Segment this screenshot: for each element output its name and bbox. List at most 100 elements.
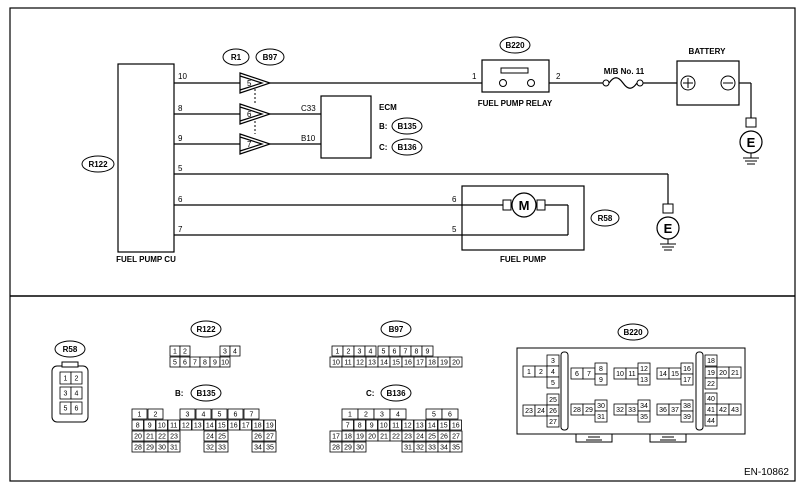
ground-label-1: E — [747, 135, 756, 150]
b136-pin-24-label: 24 — [416, 434, 424, 441]
b220-pin-31-label: 31 — [597, 414, 605, 421]
b135-pin-19-cell — [263, 419, 276, 431]
b135-pin-35-cell — [263, 441, 277, 453]
b220-pin-33-label: 33 — [628, 407, 636, 414]
b136-pin-13-cell — [413, 419, 426, 431]
b135-pin-31-label: 31 — [170, 445, 178, 452]
wires — [174, 82, 752, 236]
b136-pin-9-cell — [365, 419, 378, 431]
fuse-label: M/B No. 11 — [604, 67, 645, 76]
b220-pin-39-cell — [680, 410, 694, 423]
b135-pin-27-cell — [263, 430, 277, 442]
b220-pin-23-label: 23 — [525, 408, 533, 415]
b220-pin-16-label: 16 — [683, 366, 691, 373]
b220-pin-28-label: 28 — [573, 407, 581, 414]
b220-pin-35-cell — [637, 410, 651, 423]
b135-pin-11-cell — [167, 419, 180, 431]
b220-pin-1-label: 1 — [527, 369, 531, 376]
b220-pin-4-label: 4 — [551, 369, 555, 376]
b220-tag — [499, 36, 531, 54]
b135-pin-11-label: 11 — [170, 423, 177, 430]
b136-pin-20-label: 20 — [368, 434, 376, 441]
b136-pin-34-label: 34 — [440, 445, 448, 452]
b136-pin-27-label: 27 — [452, 434, 460, 441]
b135-pin-24-label: 24 — [206, 434, 214, 441]
b136-pin-14-label: 14 — [428, 423, 436, 430]
b135-pin-35-label: 35 — [266, 445, 274, 452]
b135-pin-6-cell — [227, 408, 244, 420]
b220-pin-36-label: 36 — [659, 407, 667, 414]
fuel-pump-label: FUEL PUMP — [500, 255, 547, 264]
b220-pin-13-cell — [637, 373, 651, 386]
b220-pin-5-cell — [546, 376, 560, 389]
b136-pin-10-cell — [377, 419, 390, 431]
b220-pin-34-label: 34 — [640, 403, 648, 410]
b220-pin-11-label: 11 — [628, 371, 635, 378]
b135-pin-8-label: 8 — [136, 423, 140, 430]
b220-pin-18-label: 18 — [707, 358, 715, 365]
b135-pin-2-label: 2 — [154, 412, 158, 419]
b136-pin-14-cell — [425, 419, 438, 431]
b97-pin-6-label: 6 — [393, 349, 397, 356]
ground-label-2: E — [664, 221, 673, 236]
b136-pin-6-cell — [441, 408, 459, 420]
b220-pin-17-cell — [680, 373, 694, 386]
b220-latch-right — [649, 433, 687, 443]
relay-contact-1 — [499, 79, 507, 87]
cu-pin-8: 8 — [178, 104, 183, 113]
fuel-pump-box — [461, 185, 585, 251]
b136-pin-9-label: 9 — [370, 423, 374, 430]
b97-pin-8-label: 8 — [415, 349, 419, 356]
b97-pin-17-label: 17 — [416, 360, 424, 367]
r58-pin-6-label: 6 — [75, 406, 79, 413]
b135-pin-25-label: 25 — [218, 434, 226, 441]
r122-pin-6-label: 6 — [183, 360, 187, 367]
pump-pin-5: 5 — [452, 225, 457, 234]
r122-pin-4-cell — [229, 345, 241, 357]
b136-pin-4-cell — [389, 408, 407, 420]
b220-view-tag-text: B220 — [623, 328, 643, 337]
b97-pin-20-cell — [449, 356, 463, 368]
b136-pin-21-label: 21 — [380, 434, 388, 441]
r122-pin-8-label: 8 — [203, 360, 207, 367]
b220-pin-9-cell — [594, 373, 608, 386]
b220-pin-9-label: 9 — [599, 377, 603, 384]
b220-pin-41-label: 41 — [707, 407, 715, 414]
fuel-pump-cu-box — [117, 63, 175, 253]
r58-pin-4-cell — [70, 386, 83, 400]
r122-pin-5-label: 5 — [173, 360, 177, 367]
b220-pin-10-label: 10 — [616, 371, 624, 378]
b220-pin-27-cell — [546, 415, 560, 428]
b135-pin-6-label: 6 — [234, 412, 238, 419]
b135-pin-3-cell — [179, 408, 196, 420]
b136-pin-25-label: 25 — [428, 434, 436, 441]
document-code: EN-10862 — [744, 467, 789, 478]
b136-pin-22-label: 22 — [392, 434, 400, 441]
b220-pin-43-label: 43 — [731, 407, 739, 414]
b220-pin-6-label: 6 — [575, 371, 579, 378]
b220-pin-22-cell — [704, 377, 718, 390]
b135-view-prefix: B: — [175, 389, 183, 398]
b97-pin-14-label: 14 — [380, 360, 388, 367]
b136-pin-19-label: 19 — [356, 434, 364, 441]
r1-tag — [222, 48, 250, 66]
b97-pin-3-label: 3 — [358, 349, 362, 356]
b220-pin-27-label: 27 — [549, 419, 557, 426]
b97-pin-15-label: 15 — [392, 360, 400, 367]
b135-pin-34-label: 34 — [254, 445, 262, 452]
b136-view-tag — [380, 384, 412, 402]
b135-pin-15-label: 15 — [218, 423, 226, 430]
r1-tag-text: R1 — [231, 53, 242, 62]
b135-pin-14-cell — [203, 419, 216, 431]
b220-pin-13-label: 13 — [640, 377, 648, 384]
b220-pin-37-label: 37 — [671, 407, 679, 414]
b135-pin-33-cell — [215, 441, 229, 453]
motor-icon — [511, 192, 537, 218]
b136-pin-27-cell — [449, 430, 463, 442]
b97-pin-12-label: 12 — [356, 360, 364, 367]
b220-pin-17-label: 17 — [683, 377, 691, 384]
b97-pin-19-label: 19 — [440, 360, 448, 367]
b97-pin-5-label: 5 — [382, 349, 386, 356]
b220-pin-2-label: 2 — [539, 369, 543, 376]
